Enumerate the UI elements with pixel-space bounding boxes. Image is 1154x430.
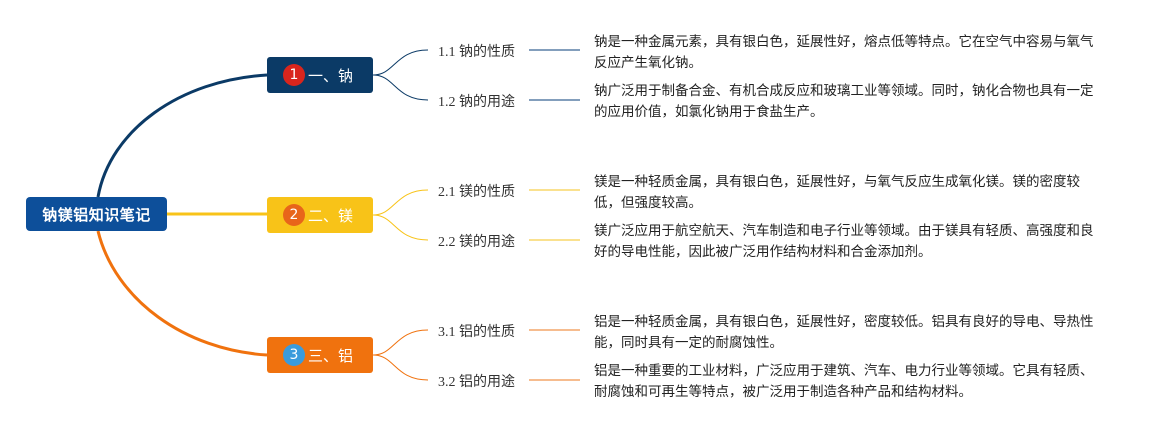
number-badge: 2 — [283, 204, 305, 226]
description-aluminum-uses: 铝是一种重要的工业材料，广泛应用于建筑、汽车、电力行业等领域。它具有轻质、耐腐蚀… — [594, 363, 1094, 400]
subtopic-sodium-properties[interactable]: 1.1 钠的性质 — [438, 45, 515, 60]
description-magnesium-uses: 镁广泛应用于航空航天、汽车制造和电子行业等领域。由于镁具有轻质、高强度和良好的导… — [594, 223, 1094, 260]
subtopic-aluminum-uses[interactable]: 3.2 铝的用途 — [438, 375, 515, 390]
topic-magnesium[interactable]: 2 二、镁 — [267, 197, 373, 233]
root-label: 钠镁铝知识笔记 — [42, 205, 151, 224]
description-aluminum-properties: 铝是一种轻质金属，具有银白色，延展性好，密度较低。铝具有良好的导电、导热性能，同… — [594, 314, 1094, 351]
topic-label: 三、铝 — [308, 346, 354, 365]
description-sodium-properties: 钠是一种金属元素，具有银白色，延展性好，熔点低等特点。它在空气中容易与氧气反应产… — [594, 34, 1094, 71]
subtopic-magnesium-properties[interactable]: 2.1 镁的性质 — [438, 185, 515, 200]
subtopic-aluminum-properties[interactable]: 3.1 铝的性质 — [438, 325, 515, 340]
topic-label: 一、钠 — [308, 66, 354, 85]
number-badge: 3 — [283, 344, 305, 366]
subtopic-sodium-uses[interactable]: 1.2 钠的用途 — [438, 95, 515, 110]
root-node[interactable]: 钠镁铝知识笔记 — [26, 197, 167, 231]
description-sodium-uses: 钠广泛用于制备合金、有机合成反应和玻璃工业等领域。同时，钠化合物也具有一定的应用… — [594, 83, 1094, 120]
topic-label: 二、镁 — [308, 206, 354, 225]
topic-aluminum[interactable]: 3 三、铝 — [267, 337, 373, 373]
number-badge: 1 — [283, 64, 305, 86]
topic-sodium[interactable]: 1 一、钠 — [267, 57, 373, 93]
subtopic-magnesium-uses[interactable]: 2.2 镁的用途 — [438, 235, 515, 250]
description-magnesium-properties: 镁是一种轻质金属，具有银白色，延展性好，与氧气反应生成氧化镁。镁的密度较低，但强… — [594, 174, 1080, 211]
